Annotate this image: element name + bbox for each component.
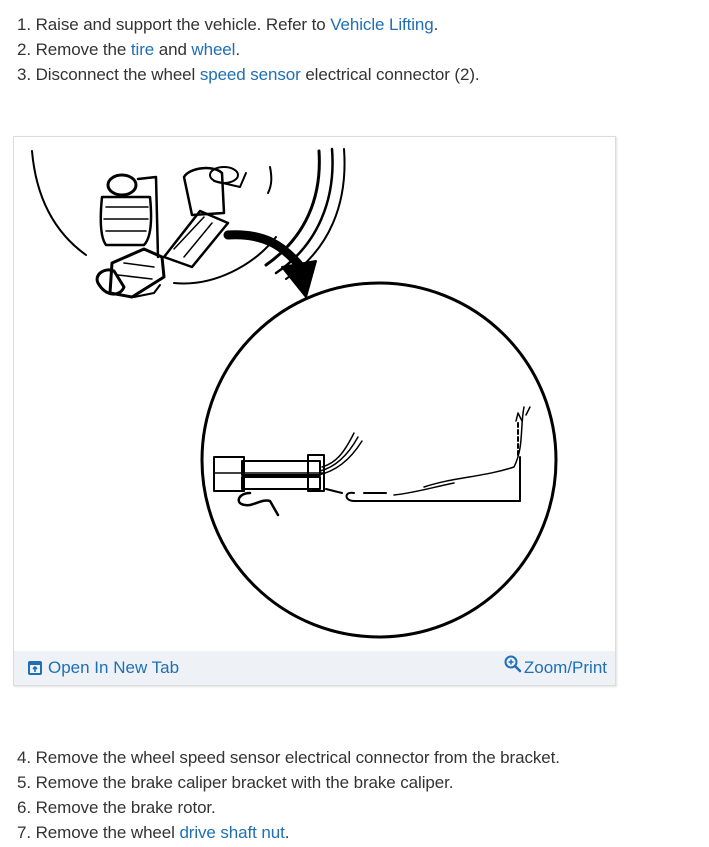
steps-list-bottom: 4. Remove the wheel speed sensor electri… bbox=[17, 745, 560, 845]
step-4: 4. Remove the wheel speed sensor electri… bbox=[17, 748, 560, 767]
figure-card: Open In New Tab Zoom/Print bbox=[13, 136, 616, 686]
step-6: 6. Remove the brake rotor. bbox=[17, 798, 216, 817]
link-tire[interactable]: tire bbox=[130, 40, 155, 59]
open-in-new-tab-label: Open In New Tab bbox=[48, 658, 180, 677]
open-new-tab-icon bbox=[28, 661, 42, 675]
link-vehicle-lifting[interactable]: Vehicle Lifting bbox=[330, 15, 434, 34]
steps-list-top: 1. Raise and support the vehicle. Refer … bbox=[17, 12, 480, 87]
figure-footer: Open In New Tab Zoom/Print bbox=[14, 651, 615, 685]
link-speed-sensor[interactable]: speed sensor bbox=[199, 65, 301, 84]
zoom-print-label: Zoom/Print bbox=[523, 658, 607, 677]
step-1: 1. Raise and support the vehicle. Refer … bbox=[17, 15, 439, 34]
link-drive-shaft-nut[interactable]: drive shaft nut bbox=[179, 823, 285, 842]
speed-sensor-connector-illustration bbox=[31, 147, 558, 639]
link-wheel[interactable]: wheel bbox=[191, 40, 236, 59]
step-5: 5. Remove the brake caliper bracket with… bbox=[17, 773, 454, 792]
step-3: 3. Disconnect the wheel speed sensor ele… bbox=[17, 65, 480, 84]
step-7: 7. Remove the wheel drive shaft nut. bbox=[17, 823, 290, 842]
step-2: 2. Remove the tire and wheel. bbox=[17, 40, 240, 59]
zoom-print-button[interactable]: Zoom/Print bbox=[504, 651, 607, 685]
open-in-new-tab-button[interactable]: Open In New Tab bbox=[28, 651, 179, 685]
zoom-in-icon bbox=[504, 655, 522, 673]
